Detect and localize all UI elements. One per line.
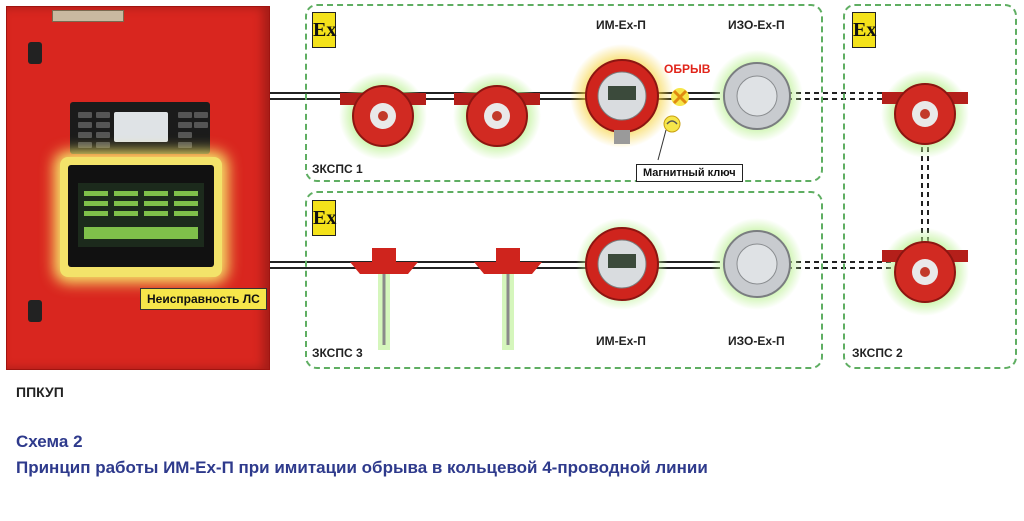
magnetic-key-icon (657, 115, 681, 161)
imitator-module-icon (570, 44, 674, 148)
hmi-screen (78, 183, 204, 247)
detector-icon (339, 72, 427, 160)
group-label-bottom: ЗКСПС 3 (312, 346, 363, 360)
isolator-module-icon (711, 218, 803, 310)
break-label: ОБРЫВ (664, 62, 711, 76)
group-label-top: ЗКСПС 1 (312, 162, 363, 176)
imitator-module-icon (576, 218, 668, 310)
module-label-top: ИМ-Ex-П (596, 18, 646, 32)
isolator-label-bottom: ИЗО-Ex-П (728, 334, 785, 348)
group-label-right: ЗКСПС 2 (852, 346, 903, 360)
ex-mark-right: Ex (852, 12, 876, 48)
linear-sensor-icon (350, 248, 418, 350)
linear-sensor-icon (474, 248, 542, 350)
isolator-module-icon (711, 50, 803, 142)
fault-indicator-label: Неисправность ЛС (140, 288, 267, 310)
cabinet-lock-bottom (28, 300, 42, 322)
zone-right (843, 4, 1017, 369)
zone-top (305, 4, 823, 182)
magnetic-key-label: Магнитный ключ (636, 164, 743, 182)
detector-icon (881, 228, 969, 316)
cabinet-lock-top (28, 42, 42, 64)
module-label-bottom: ИМ-Ex-П (596, 334, 646, 348)
caption-line-1: Схема 2 (16, 432, 83, 451)
caption-line-2: Принцип работы ИМ-Ex-П при имитации обры… (16, 458, 708, 477)
zone-bottom (305, 191, 823, 369)
cabinet-nameplate (52, 10, 124, 22)
control-panel (70, 102, 210, 154)
detector-icon (881, 70, 969, 158)
detector-icon (453, 72, 541, 160)
break-x-icon (671, 88, 689, 106)
cabinet-label: ППКУП (16, 384, 64, 400)
ex-mark-bottom: Ex (312, 200, 336, 236)
isolator-label-top: ИЗО-Ex-П (728, 18, 785, 32)
panel-display (114, 112, 168, 142)
hmi-touchscreen (68, 165, 214, 267)
ex-mark-top: Ex (312, 12, 336, 48)
